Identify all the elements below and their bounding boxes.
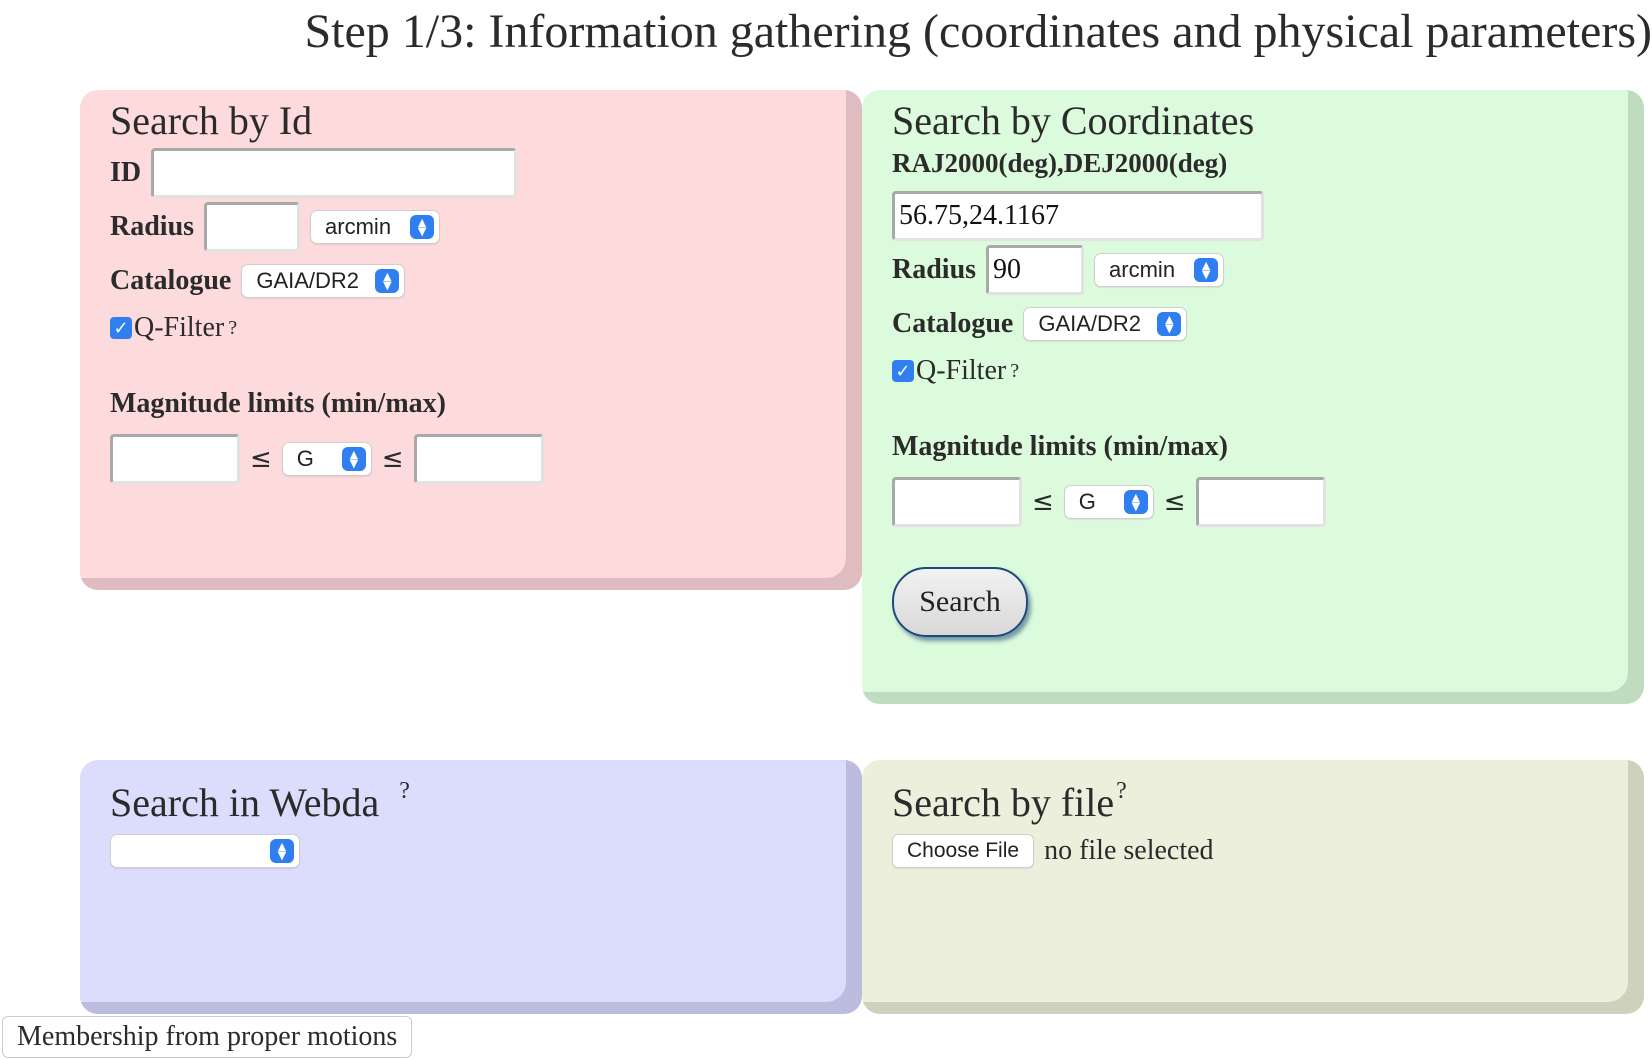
- catalogue-value: GAIA/DR2: [256, 268, 360, 293]
- qfilter-help-link[interactable]: ?: [228, 316, 238, 339]
- radius-unit-value: arcmin: [325, 214, 392, 239]
- chevron-updown-icon: ▲▼: [410, 215, 435, 239]
- leq-symbol: ≤: [381, 444, 404, 474]
- search-by-coordinates-panel: Search by Coordinates RAJ2000(deg),DEJ20…: [862, 90, 1644, 704]
- search-by-file-title: Search by file: [892, 780, 1115, 825]
- file-status-text: no file selected: [1044, 835, 1214, 866]
- radius-unit-select[interactable]: arcmin ▲▼: [310, 210, 441, 244]
- qfilter-checkbox[interactable]: ✓: [892, 360, 914, 382]
- file-help-link[interactable]: ?: [1116, 778, 1127, 804]
- catalogue-label: Catalogue: [110, 265, 232, 296]
- qfilter-label: Q-Filter: [916, 355, 1007, 386]
- search-by-id-heading: Search by Id: [110, 98, 313, 143]
- chevron-updown-icon: ▲▼: [341, 447, 366, 471]
- mag-band-value: G: [296, 446, 314, 471]
- qfilter-checkbox[interactable]: ✓: [110, 317, 132, 339]
- mag-band-value: G: [1078, 489, 1096, 514]
- mag-min-input[interactable]: [110, 434, 240, 484]
- catalogue-select[interactable]: GAIA/DR2 ▲▼: [241, 264, 406, 298]
- qfilter-row: ✓ Q-Filter ?: [892, 355, 1614, 387]
- leq-symbol: ≤: [1163, 487, 1186, 517]
- webda-help-link[interactable]: ?: [399, 778, 410, 804]
- search-in-webda-heading: Search in Webda ?: [110, 766, 832, 828]
- chevron-updown-icon: ▲▼: [1194, 258, 1219, 282]
- catalogue-value: GAIA/DR2: [1038, 311, 1142, 336]
- search-by-file-heading: Search by file?: [892, 766, 1614, 828]
- chevron-updown-icon: ▲▼: [270, 839, 294, 863]
- mag-max-input[interactable]: [413, 434, 544, 484]
- webda-cluster-select[interactable]: ▲▼: [110, 834, 300, 868]
- leq-symbol: ≤: [1032, 487, 1054, 517]
- radius-label: Radius: [110, 211, 195, 242]
- search-in-webda-panel: Search in Webda ? ▲▼: [80, 760, 862, 1014]
- qfilter-label: Q-Filter: [134, 312, 225, 343]
- radius-unit-select[interactable]: arcmin ▲▼: [1094, 253, 1225, 287]
- radius-input[interactable]: [204, 202, 301, 252]
- page-title: Step 1/3: Information gathering (coordin…: [304, 5, 1652, 58]
- choose-file-button[interactable]: Choose File: [892, 834, 1035, 868]
- radius-label: Radius: [892, 254, 977, 285]
- search-button[interactable]: Search: [892, 567, 1028, 637]
- search-in-webda-title: Search in Webda: [110, 780, 380, 825]
- radius-input[interactable]: [986, 245, 1085, 295]
- leq-symbol: ≤: [250, 444, 272, 474]
- id-label: ID: [110, 157, 142, 188]
- magnitude-label: Magnitude limits (min/max): [110, 388, 446, 419]
- coordinates-label: RAJ2000(deg),DEJ2000(deg): [892, 148, 1228, 178]
- mag-band-select[interactable]: G ▲▼: [1063, 485, 1154, 519]
- search-by-id-panel: Search by Id ID Radius arcmin ▲▼ Catalog…: [80, 90, 862, 590]
- mag-band-select[interactable]: G ▲▼: [281, 442, 372, 476]
- mag-max-input[interactable]: [1195, 477, 1326, 527]
- chevron-updown-icon: ▲▼: [375, 269, 400, 293]
- chevron-updown-icon: ▲▼: [1157, 312, 1182, 336]
- chevron-updown-icon: ▲▼: [1123, 490, 1148, 514]
- magnitude-label: Magnitude limits (min/max): [892, 431, 1228, 462]
- qfilter-row: ✓ Q-Filter ?: [110, 312, 832, 344]
- radius-unit-value: arcmin: [1109, 257, 1176, 282]
- search-by-coordinates-heading: Search by Coordinates: [892, 98, 1255, 143]
- coordinates-input[interactable]: [892, 191, 1264, 241]
- catalogue-select[interactable]: GAIA/DR2 ▲▼: [1023, 307, 1188, 341]
- search-by-file-panel: Search by file? Choose File no file sele…: [862, 760, 1644, 1014]
- mag-min-input[interactable]: [892, 477, 1022, 527]
- id-input[interactable]: [151, 148, 518, 198]
- catalogue-label: Catalogue: [892, 308, 1014, 339]
- membership-tab[interactable]: Membership from proper motions: [2, 1016, 413, 1058]
- qfilter-help-link[interactable]: ?: [1010, 359, 1020, 382]
